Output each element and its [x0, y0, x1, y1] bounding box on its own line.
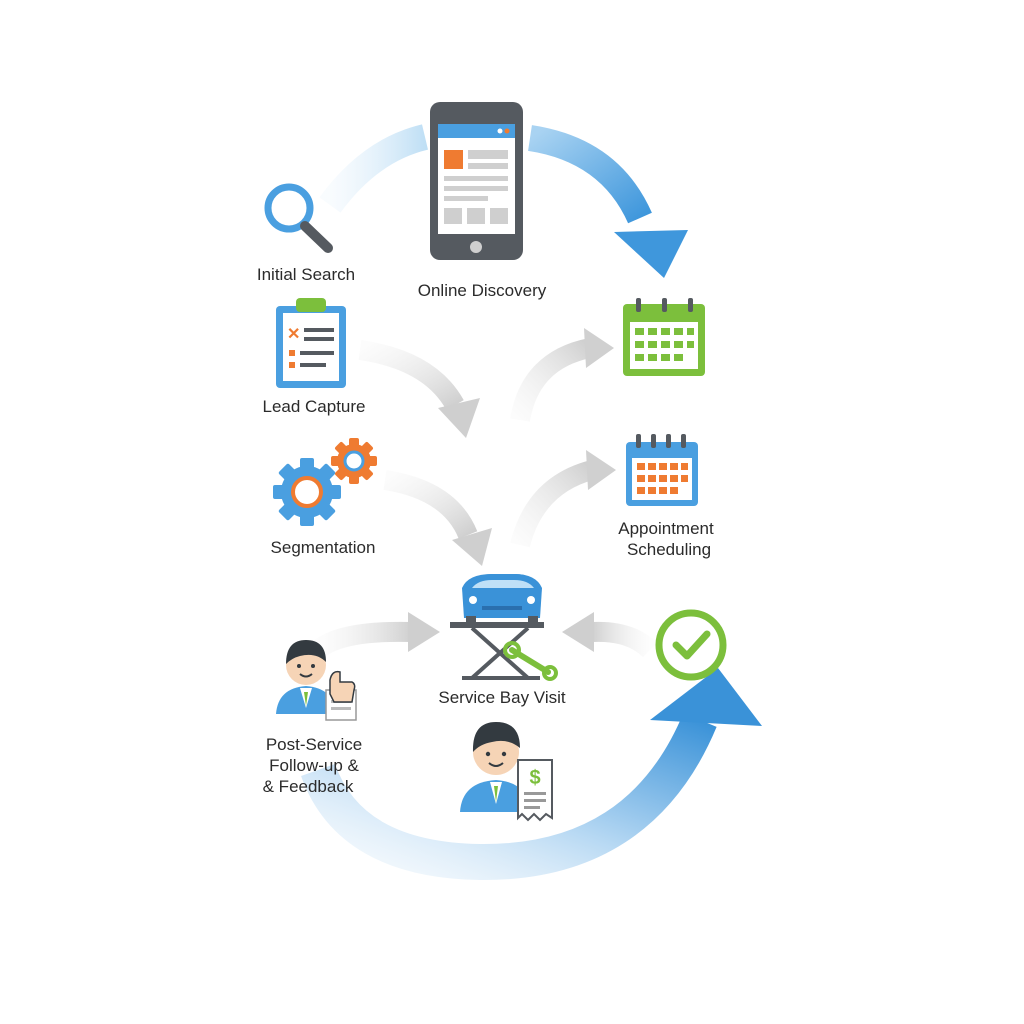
arrow-feedback-to-service [311, 612, 440, 658]
initial-search-label: Initial Search [256, 265, 356, 284]
person-invoice-icon: $ [460, 722, 553, 822]
post-service-label: Post-Service Follow-up & & Feedback [252, 734, 376, 797]
magnifier-icon [264, 183, 333, 253]
arrow-center-to-appointment [510, 450, 616, 548]
online-discovery-label: Online Discovery [417, 281, 547, 300]
appointment-scheduling-label: Appointment Scheduling [600, 518, 732, 560]
gears-icon [273, 438, 377, 526]
service-bay-visit-label: Service Bay Visit [438, 688, 566, 707]
green-calendar-icon [623, 298, 705, 376]
post-service-line2: Follow-up & [269, 756, 359, 775]
post-service-line1: Post-Service [265, 735, 363, 754]
appointment-label-line1: Appointment [618, 519, 714, 538]
post-service-line3: & Feedback [262, 777, 354, 796]
segmentation-label: Segmentation [270, 538, 376, 557]
arrow-segmentation-to-center [383, 470, 492, 566]
svg-text:✕: ✕ [287, 326, 300, 343]
lead-capture-label: Lead Capture [262, 397, 366, 416]
top-arc-arrow [319, 124, 688, 278]
arrow-center-to-calendar-top [510, 328, 614, 422]
appointment-label-line2: Scheduling [626, 540, 712, 559]
orange-calendar-icon [626, 434, 698, 506]
wrench-icon [503, 641, 558, 681]
arrow-lead-to-center [358, 340, 480, 438]
arrow-completion-to-service [562, 612, 658, 658]
checkmark-circle-icon [655, 609, 727, 681]
person-thumbs-up-icon [276, 640, 357, 721]
bottom-arc-arrow [301, 668, 762, 881]
car-on-lift-icon [450, 574, 558, 681]
smartphone-icon [430, 102, 523, 260]
dollar-sign: $ [529, 767, 540, 789]
clipboard-checklist-icon: ✕ [276, 298, 346, 388]
